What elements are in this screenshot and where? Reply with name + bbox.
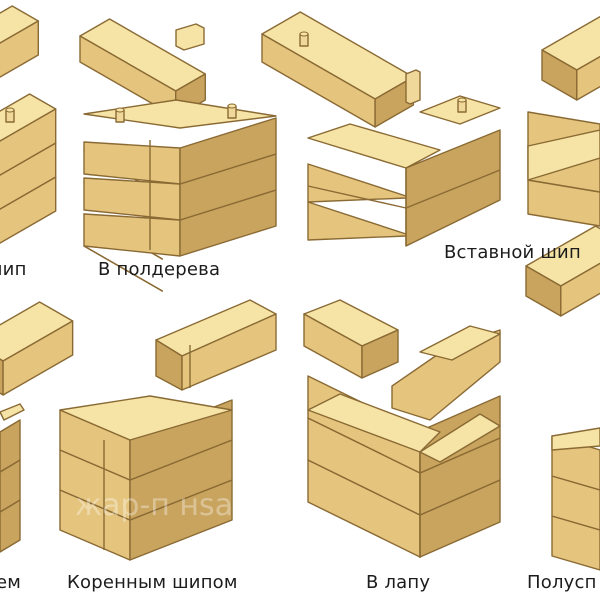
c3-peg2-cap xyxy=(457,97,467,103)
c2-top-face xyxy=(83,99,277,129)
c3-row-line2 xyxy=(405,169,501,209)
c8-face0 xyxy=(551,515,600,571)
c2-loose-key xyxy=(175,23,205,51)
c4-loose-log-front xyxy=(576,55,600,101)
c4-face0 xyxy=(527,179,600,227)
c4-top xyxy=(527,129,600,181)
c7-top-right xyxy=(419,413,501,463)
c7-loose2-top xyxy=(419,325,501,361)
c8-loose-log-front xyxy=(560,262,600,317)
c6-top xyxy=(59,395,233,441)
c1-log2-front xyxy=(0,108,57,176)
c2-face-left1 xyxy=(83,177,181,221)
c5-face2 xyxy=(0,419,21,473)
c2-dummy0-front xyxy=(83,245,164,292)
c3-peg-cap xyxy=(299,31,309,37)
label-vstavnoy-ship: Вставной шип xyxy=(444,242,581,263)
c2-peg1-cap xyxy=(115,107,125,113)
c5-loose-log-front xyxy=(2,320,74,396)
c1-top-log-front xyxy=(0,20,39,78)
label-korennym-shipom: Коренным шипом xyxy=(67,572,238,593)
label-ship: шип xyxy=(0,259,27,280)
c3-row-line xyxy=(307,185,407,209)
c5-top xyxy=(0,403,25,421)
c7-top-left xyxy=(307,393,441,453)
c3-top-left xyxy=(307,123,441,169)
c8-face1 xyxy=(551,475,600,531)
c3-face-left0 xyxy=(307,201,407,241)
label-polusp: Полусп xyxy=(527,572,597,593)
c6-loose-front xyxy=(181,313,277,391)
c2-face-left0 xyxy=(83,213,181,257)
label-v-lapu: В лапу xyxy=(366,572,431,593)
c2-peg2-cap xyxy=(227,103,237,109)
c2-face-left2 xyxy=(83,141,181,185)
c7-loose1-end xyxy=(361,329,399,379)
label-em: ем xyxy=(0,572,22,593)
c8-top xyxy=(551,427,600,451)
c2-face-right2 xyxy=(179,117,277,185)
c3-insert-key xyxy=(405,69,421,105)
watermark: жар-п нsa.r xyxy=(75,488,255,523)
label-v-polddereva: В полдерева xyxy=(98,259,221,280)
c1-peg-cap xyxy=(5,107,15,113)
